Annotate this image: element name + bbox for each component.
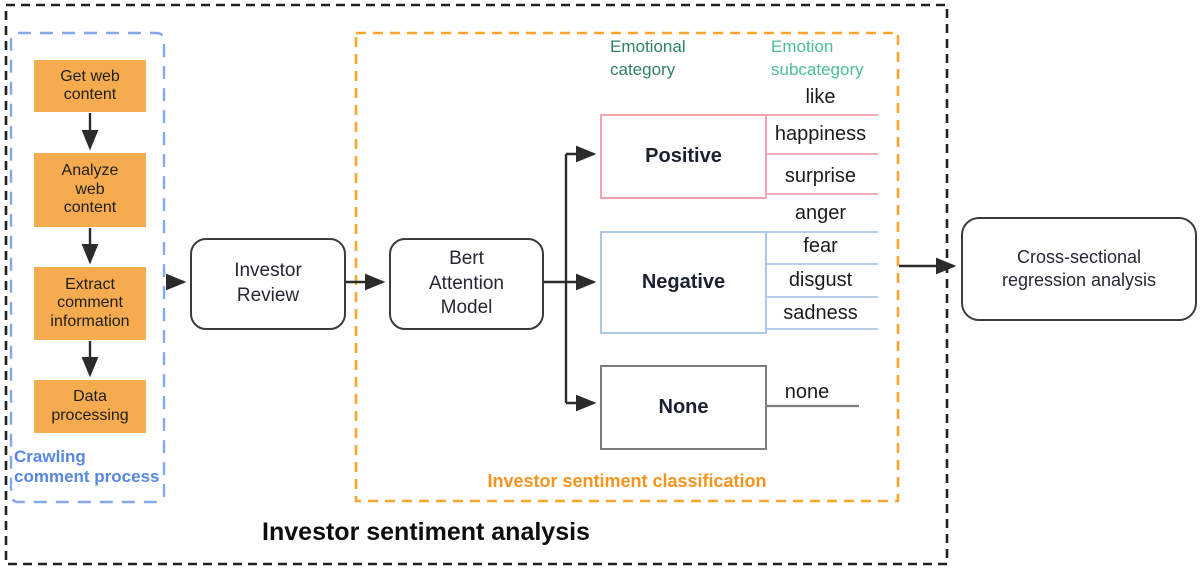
subcategory-fear: fear (803, 234, 838, 257)
emotional-category-header: Emotional category (610, 37, 686, 79)
step-data-processing: Data processing (34, 380, 146, 433)
flow-arrows (166, 145, 957, 412)
positive-sub-lines (764, 114, 878, 195)
step-get-web-content: Get web content (34, 60, 146, 112)
subcategory-happiness: happiness (774, 122, 867, 145)
negative-category-box: Negative (600, 231, 767, 334)
none-category-box: None (600, 365, 767, 450)
negative-sub-lines (764, 231, 878, 330)
crawling-dashed-border (9, 31, 166, 504)
classification-dashed-border (354, 31, 900, 503)
subcategory-disgust: disgust (788, 268, 853, 291)
diagram-title: Investor sentiment analysis (262, 518, 590, 546)
subcategory-surprise: surprise (784, 164, 857, 187)
subcategory-anger: anger (794, 201, 847, 224)
crawling-process-label: Crawling comment process (14, 447, 160, 487)
subcategory-none: none (784, 380, 830, 403)
subcategory-sadness: sadness (783, 301, 858, 324)
investor-review-box: Investor Review (190, 238, 346, 330)
step-extract-comment-information: Extract comment information (34, 267, 146, 340)
cross-sectional-regression-box: Cross-sectional regression analysis (961, 217, 1197, 321)
emotion-subcategory-header: Emotion subcategory (771, 37, 864, 79)
classification-section-label: Investor sentiment classification (487, 471, 767, 491)
bert-attention-model-box: Bert Attention Model (389, 238, 544, 330)
positive-category-box: Positive (600, 114, 767, 199)
subcategory-like: like (805, 85, 836, 108)
step-analyze-web-content: Analyze web content (34, 153, 146, 227)
outer-dashed-border (4, 3, 949, 566)
